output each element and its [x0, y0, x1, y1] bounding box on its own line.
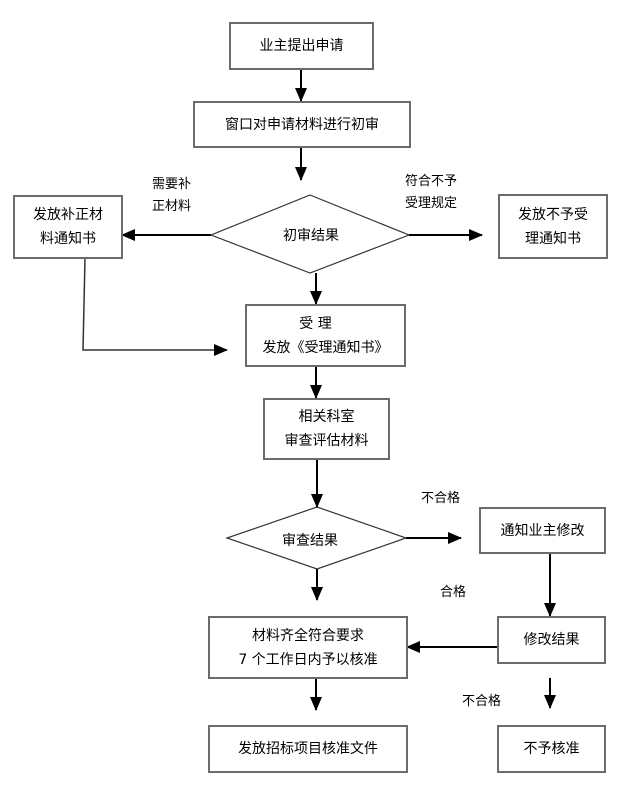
node-deny: 不予核准 — [497, 725, 606, 773]
node-apply: 业主提出申请 — [229, 22, 374, 70]
node-dept-line1: 相关科室 — [298, 409, 355, 425]
node-issue-text: 发放招标项目核准文件 — [238, 741, 378, 757]
node-deny-text: 不予核准 — [523, 741, 580, 757]
initial-result-label: 初审结果 — [283, 228, 339, 244]
node-supplement-notice: 发放补正材 料通知书 — [13, 195, 123, 259]
edge-label-line: 合格 — [440, 585, 467, 600]
node-notify-text: 通知业主修改 — [500, 522, 585, 539]
node-approve-line2: 7 个工作日内予以核准 — [238, 651, 378, 668]
initial-result-diamond — [209, 194, 411, 274]
arrow-supplement-to-accept — [82, 257, 228, 356]
edge-label-need-supplement: 需要补 正材料 — [152, 174, 191, 218]
edge-label-unqualified-2: 不合格 — [462, 691, 501, 713]
edge-label-line: 正材料 — [152, 199, 192, 214]
edge-label-qualified: 合格 — [440, 582, 466, 604]
node-dept-line2: 审查评估材料 — [284, 433, 369, 449]
node-accept: 受 理 发放《受理通知书》 — [245, 304, 406, 367]
node-supplement-line1: 发放补正材 — [33, 207, 103, 223]
edge-label-not-compliant: 符合不予 受理规定 — [405, 171, 457, 215]
node-apply-text: 业主提出申请 — [259, 38, 344, 54]
node-modify-text: 修改结果 — [523, 632, 580, 648]
node-accept-line2: 发放《受理通知书》 — [262, 339, 389, 356]
edge-label-line: 不合格 — [462, 694, 502, 709]
edge-label-line: 不合格 — [421, 491, 461, 506]
node-dept-review: 相关科室 审查评估材料 — [263, 398, 390, 460]
node-initial-review: 窗口对申请材料进行初审 — [193, 101, 411, 148]
edge-label-line: 符合不予 — [405, 174, 458, 189]
node-approve: 材料齐全符合要求 7 个工作日内予以核准 — [208, 616, 408, 679]
edge-label-line: 需要补 — [152, 177, 192, 192]
node-reject-notice: 发放不予受 理通知书 — [498, 194, 608, 259]
node-reject-line1: 发放不予受 — [518, 206, 588, 223]
review-result-label: 审查结果 — [282, 533, 338, 549]
node-reject-line2: 理通知书 — [525, 230, 581, 247]
node-notify-owner: 通知业主修改 — [479, 507, 606, 554]
edge-label-unqualified-1: 不合格 — [421, 488, 460, 510]
node-initial-review-text: 窗口对申请材料进行初审 — [225, 116, 379, 133]
edge-label-line: 受理规定 — [405, 196, 458, 211]
node-modify-result: 修改结果 — [497, 616, 606, 664]
node-approve-line1: 材料齐全符合要求 — [252, 627, 364, 644]
node-supplement-line2: 料通知书 — [40, 231, 96, 247]
node-issue-doc: 发放招标项目核准文件 — [208, 725, 408, 773]
node-accept-line1: 受 理 — [299, 315, 332, 332]
